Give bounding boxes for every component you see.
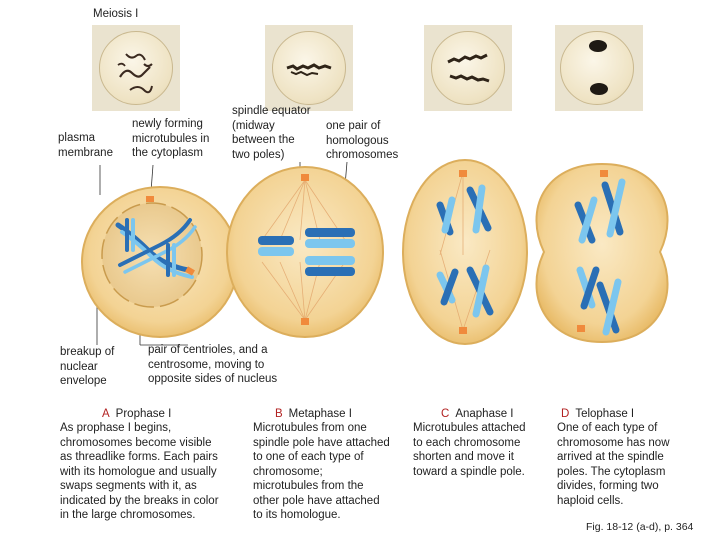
stage-description: Microtubules from one spindle pole have … [253,422,390,521]
stage-letter: D [561,408,570,420]
label-newly-forming-microtubules: newly forming microtubules in the cytopl… [132,118,210,159]
stage-description: Microtubules attached to each chromosome… [413,422,526,478]
stage-letter: A [102,408,110,420]
stage-heading: D Telophase I [557,407,707,421]
figure-title: Meiosis I [93,8,139,20]
label-breakup-nuclear-envelope: breakup of nuclear envelope [60,346,115,387]
stage-caption-telophase: D Telophase I One of each type of chromos… [557,407,707,508]
label-plasma-membrane: plasma membrane [58,132,113,159]
label-spindle-equator: spindle equator (midway between the two … [232,105,311,161]
stage-name: Telophase I [575,408,635,420]
micrograph-telophase [560,31,634,105]
cell-metaphase [226,166,384,338]
stage-caption-metaphase: B Metaphase I Microtubules from one spind… [253,407,413,523]
stage-letter: B [275,408,283,420]
stage-name: Anaphase I [455,408,514,420]
stage-heading: B Metaphase I [253,407,413,421]
stage-letter: C [441,408,450,420]
micrograph-prophase [99,31,173,105]
stage-description: As prophase I begins, chromosomes become… [60,422,219,521]
stage-heading: C Anaphase I [413,407,548,421]
cell-anaphase [402,159,528,345]
stage-name: Prophase I [115,408,172,420]
label-centrioles-centrosome: pair of centrioles, and a centrosome, mo… [148,344,278,385]
figure-reference: Fig. 18-12 (a-d), p. 364 [586,521,694,533]
stage-caption-anaphase: C Anaphase I Microtubules attached to eac… [413,407,548,479]
cell-telophase [535,162,669,344]
stage-heading: A Prophase I [60,407,245,421]
stage-name: Metaphase I [288,408,352,420]
label-homologous-pair: one pair of homologous chromosomes [326,120,399,161]
stage-caption-prophase: A Prophase I As prophase I begins, chromo… [60,407,245,523]
micrograph-metaphase [272,31,346,105]
cell-prophase [81,186,239,338]
stage-description: One of each type of chromosome has now a… [557,422,670,507]
micrograph-anaphase [431,31,505,105]
